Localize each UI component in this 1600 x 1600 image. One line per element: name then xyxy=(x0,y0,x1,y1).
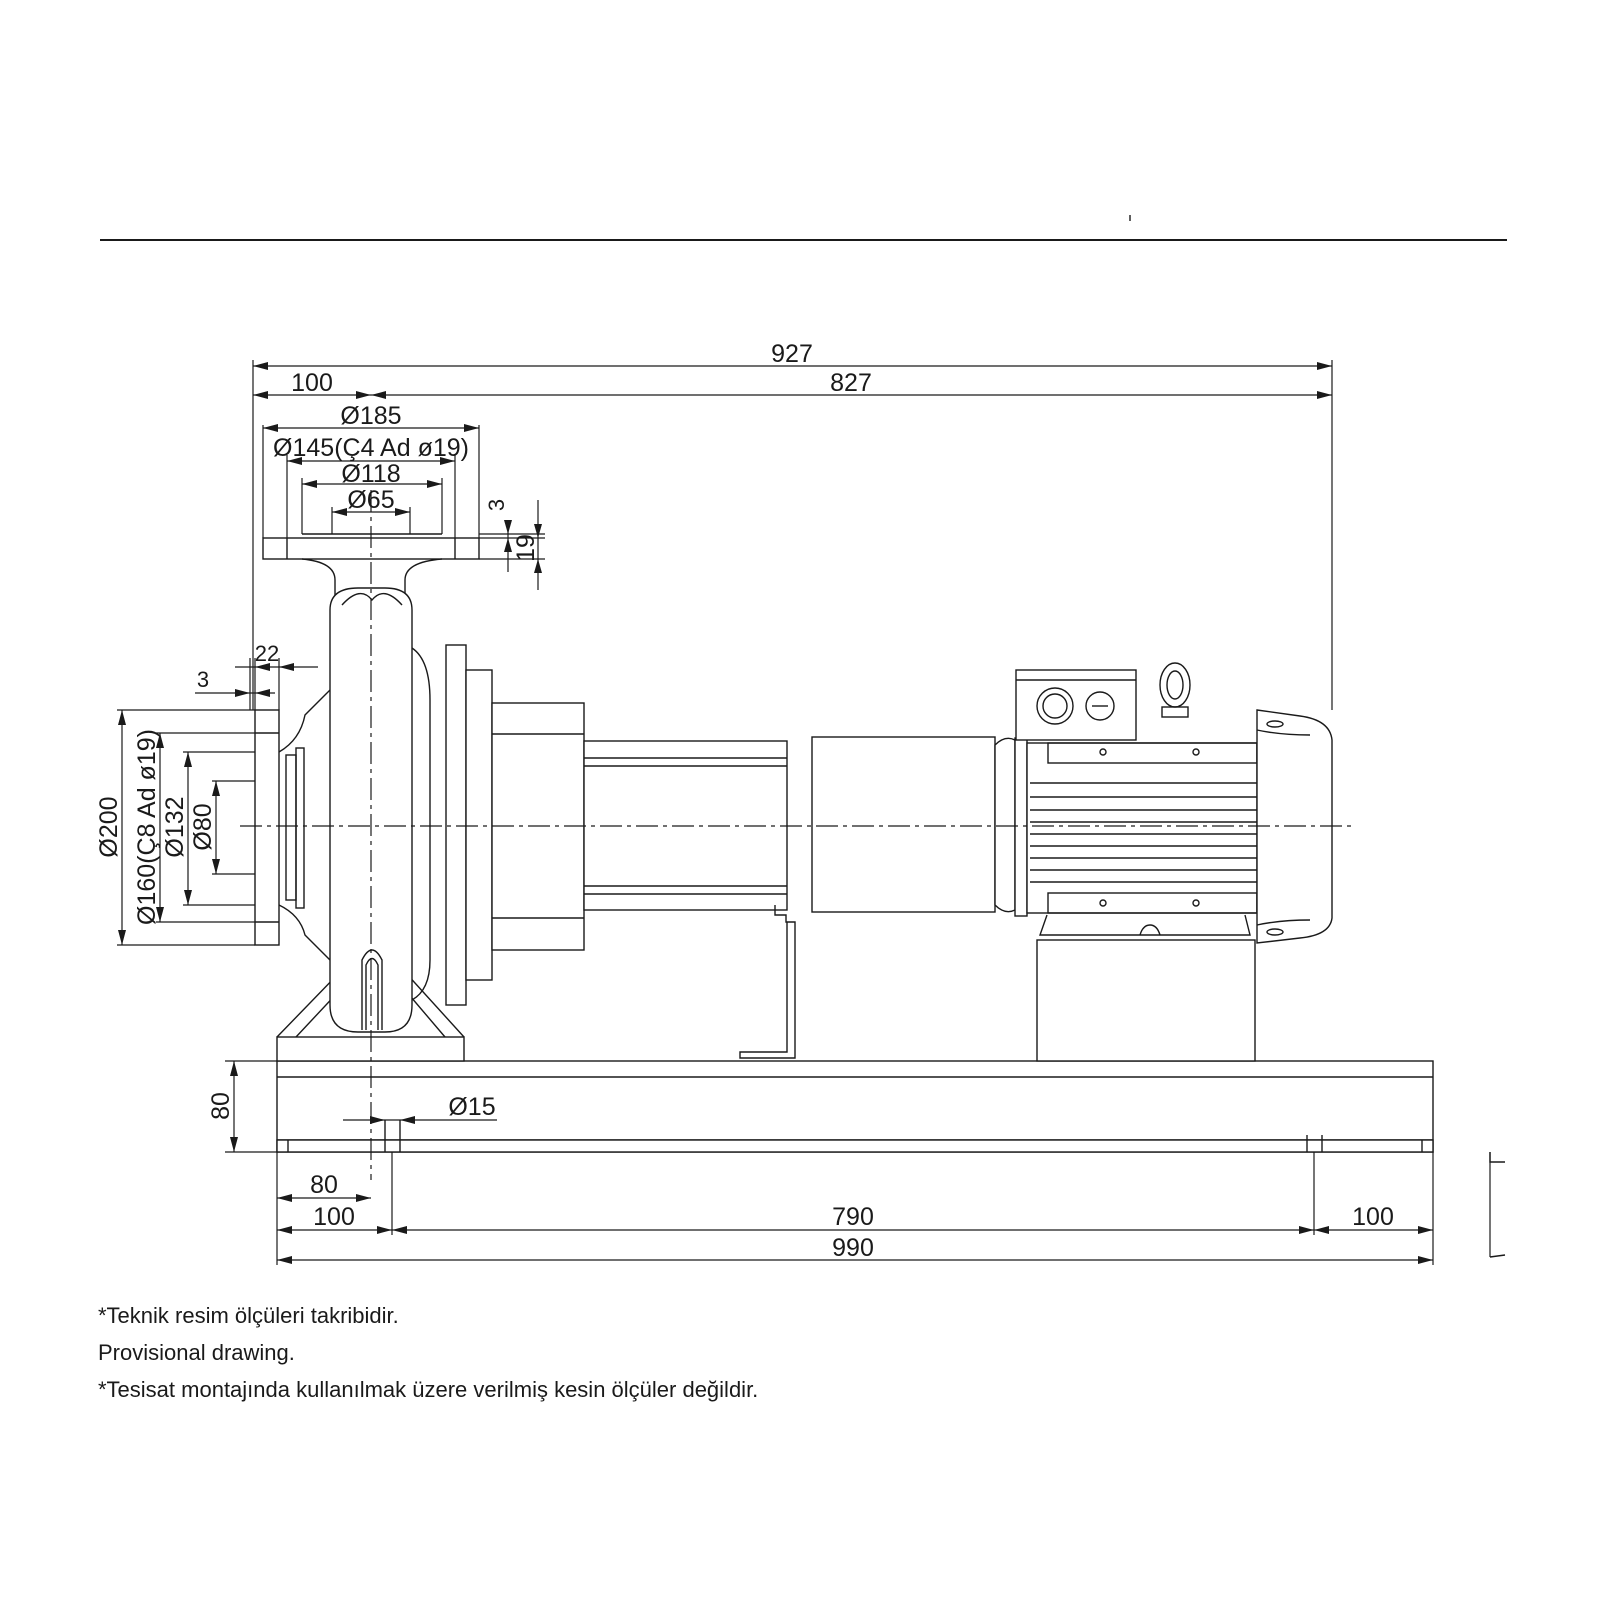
dim-flange-thickness: 19 xyxy=(512,534,540,562)
dim-anchor-hole: Ø15 xyxy=(448,1093,495,1121)
dim-base-length: 990 xyxy=(832,1234,874,1262)
dim-suction-flange-thk: 22 xyxy=(255,641,279,666)
dim-suction-bore: Ø80 xyxy=(189,803,217,850)
base-plate xyxy=(276,1060,1434,1153)
dim-suction-raised-face: Ø132 xyxy=(161,796,189,857)
dim-suction-bolt-circle: Ø160(Ç8 Ad ø19) xyxy=(133,729,161,925)
dim-pump-foot-offset: 80 xyxy=(310,1171,338,1199)
cooling-fins xyxy=(1030,782,1257,883)
drawing-notes: *Teknik resim ölçüleri takribidir. Provi… xyxy=(98,1303,758,1402)
dim-flange-gap: 3 xyxy=(484,499,509,511)
dimension-labels: 927 100 827 Ø185 Ø145(Ç4 Ad ø19) Ø118 Ø6… xyxy=(95,340,1394,1262)
dim-flange-outer: Ø185 xyxy=(340,402,401,430)
dim-discharge-bore: Ø65 xyxy=(347,486,394,514)
pump-casing xyxy=(254,533,996,1062)
dim-base-hole-span: 790 xyxy=(832,1203,874,1231)
dim-suction-gap: 3 xyxy=(197,667,209,692)
electric-motor xyxy=(994,662,1333,1062)
dimension-lines xyxy=(117,360,1506,1265)
note-line: *Teknik resim ölçüleri takribidir. xyxy=(98,1303,399,1328)
dim-base-height: 80 xyxy=(207,1092,235,1120)
dim-motor-length: 827 xyxy=(830,369,872,397)
dim-base-left-hole: 100 xyxy=(313,1203,355,1231)
note-line: Provisional drawing. xyxy=(98,1340,295,1365)
dim-flange-raised-face: Ø118 xyxy=(341,460,400,488)
dim-overall-length: 927 xyxy=(771,340,813,368)
note-line: *Tesisat montajında kullanılmak üzere ve… xyxy=(98,1377,758,1402)
dim-flange-bolt-circle: Ø145(Ç4 Ad ø19) xyxy=(273,434,469,462)
dim-suction-outer: Ø200 xyxy=(95,796,123,857)
dim-base-right-hole: 100 xyxy=(1352,1203,1394,1231)
dim-suction-offset: 100 xyxy=(291,369,333,397)
